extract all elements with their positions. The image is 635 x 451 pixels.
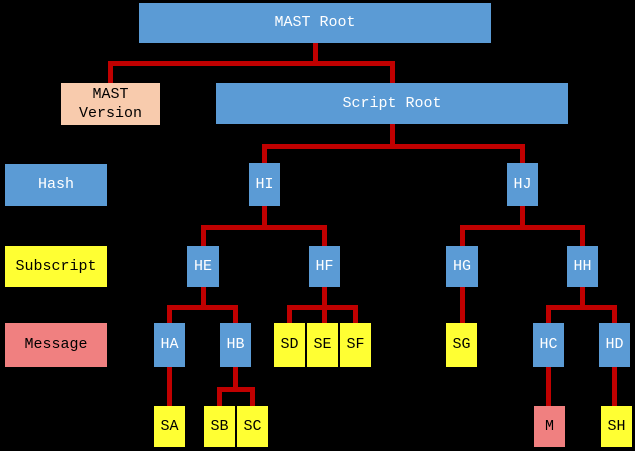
connector-to-sc [250,387,255,406]
connector-scriptroot-horizontal [262,144,525,149]
node-script-root: Script Root [216,83,568,124]
node-sb: SB [204,406,235,447]
node-sh: SH [601,406,632,447]
connector-he-horizontal [167,305,238,310]
node-hi: HI [249,163,280,206]
connector-to-hf [322,225,327,246]
node-sd: SD [274,323,305,367]
connector-to-sf [353,305,358,323]
node-ha: HA [154,323,185,367]
connector-hg-to-sg [460,287,465,323]
connector-hj-stub [520,206,525,230]
connector-to-he [201,225,206,246]
legend-hash: Hash [5,164,107,206]
connector-hb-stub [233,367,238,392]
connector-to-hg [460,225,465,246]
legend-message: Message [5,323,107,367]
connector-to-scriptroot [390,61,395,83]
connector-hh-horizontal [546,305,617,310]
connector-hd-to-sh [612,367,617,406]
connector-to-sd [287,305,292,323]
connector-to-hj [520,144,525,163]
node-sf: SF [340,323,371,367]
node-sa: SA [154,406,185,447]
connector-to-ha [167,305,172,323]
node-hc: HC [533,323,564,367]
node-sg: SG [446,323,477,367]
connector-hf-horizontal [287,305,358,310]
connector-hj-horizontal [460,225,585,230]
node-mast-version: MAST Version [61,83,160,125]
connector-mastroot-horizontal [108,61,395,66]
node-mast-root: MAST Root [139,3,491,43]
connector-to-hd [612,305,617,323]
node-m: M [534,406,565,447]
connector-to-mastversion [108,61,113,83]
legend-subscript: Subscript [5,246,107,287]
connector-to-hb [233,305,238,323]
connector-to-sb [217,387,222,406]
node-sc: SC [237,406,268,447]
node-se: SE [307,323,338,367]
connector-to-hh [580,225,585,246]
node-hh: HH [567,246,598,287]
connector-ha-to-sa [167,367,172,406]
connector-he-stub [201,287,206,310]
connector-mastroot-stub [313,43,318,66]
connector-hi-horizontal [201,225,327,230]
connector-hi-stub [262,206,267,230]
connector-to-hi [262,144,267,163]
connector-hb-horizontal [217,387,255,392]
connector-hh-stub [580,287,585,310]
node-hd: HD [599,323,630,367]
node-hf: HF [309,246,340,287]
node-hg: HG [446,246,478,287]
node-hb: HB [220,323,251,367]
connector-hc-to-m [546,367,551,406]
connector-scriptroot-stub [390,124,395,149]
connector-to-hc [546,305,551,323]
node-hj: HJ [507,163,538,206]
node-he: HE [187,246,219,287]
